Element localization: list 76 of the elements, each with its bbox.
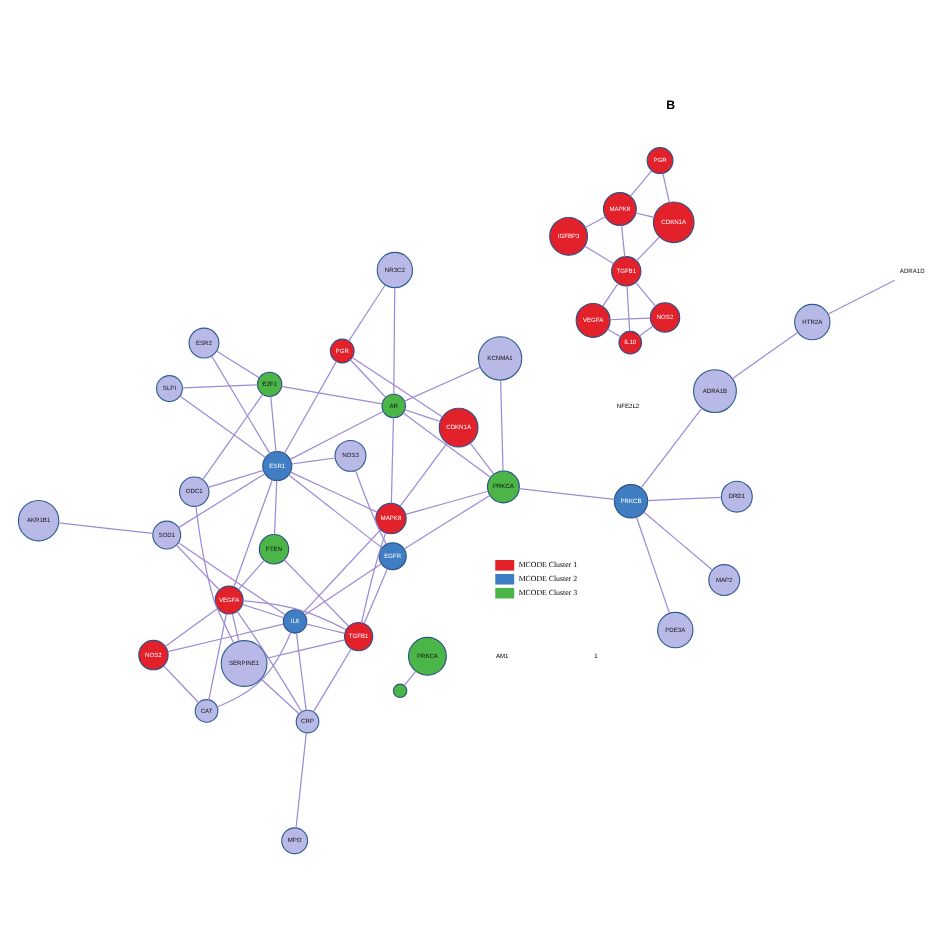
connector xyxy=(640,406,703,488)
connector xyxy=(233,478,273,587)
connector xyxy=(518,487,616,499)
connector xyxy=(167,622,285,652)
connector xyxy=(179,394,267,458)
connector xyxy=(260,677,300,714)
node-circle xyxy=(392,682,408,698)
connector xyxy=(242,602,285,618)
connector xyxy=(202,392,264,480)
connector xyxy=(584,215,606,228)
connector xyxy=(291,456,336,464)
connector xyxy=(288,473,383,548)
connector xyxy=(629,169,653,196)
connector xyxy=(283,558,350,626)
connector xyxy=(403,365,481,401)
connector xyxy=(662,171,670,203)
connector xyxy=(348,283,386,341)
connector xyxy=(208,612,227,700)
connector xyxy=(354,468,387,544)
connector xyxy=(363,567,388,624)
connector xyxy=(211,354,271,454)
connector xyxy=(289,409,384,459)
connector xyxy=(360,531,387,623)
connector xyxy=(304,562,383,615)
connector xyxy=(731,330,799,379)
connector xyxy=(58,521,154,534)
connector xyxy=(265,638,346,658)
connector xyxy=(195,504,235,643)
connector xyxy=(390,416,395,503)
connector xyxy=(393,286,396,394)
connector xyxy=(349,358,387,397)
connector xyxy=(635,281,657,306)
connector xyxy=(207,468,264,487)
connector xyxy=(236,610,303,712)
connector xyxy=(584,244,615,264)
connector xyxy=(626,284,631,331)
connector xyxy=(620,223,626,257)
connector xyxy=(635,211,655,218)
connector xyxy=(280,384,383,404)
connector xyxy=(607,327,622,337)
connector xyxy=(827,278,896,314)
connector xyxy=(500,378,504,471)
connector xyxy=(295,731,307,828)
connector xyxy=(403,669,417,686)
connector xyxy=(609,316,651,320)
connector xyxy=(351,355,444,417)
connector xyxy=(289,470,378,512)
connector xyxy=(175,543,220,590)
connector xyxy=(163,664,200,703)
connector xyxy=(216,631,292,707)
connector xyxy=(270,394,277,452)
connector xyxy=(405,489,489,515)
connector xyxy=(638,324,654,336)
connector xyxy=(635,515,671,613)
connector xyxy=(635,235,661,261)
connector xyxy=(402,411,492,477)
connector xyxy=(305,622,346,633)
connector xyxy=(231,612,240,641)
connector xyxy=(283,359,338,453)
connector xyxy=(273,478,278,535)
connector xyxy=(647,495,722,501)
connector xyxy=(469,441,495,474)
connector xyxy=(404,408,441,422)
connector xyxy=(302,528,382,613)
connector xyxy=(164,606,219,647)
connector xyxy=(216,349,260,378)
connector xyxy=(238,558,265,589)
connector xyxy=(399,441,448,506)
connector xyxy=(403,493,491,549)
connector xyxy=(181,383,259,388)
connector xyxy=(295,631,307,710)
connector xyxy=(602,281,619,306)
connector xyxy=(312,647,352,712)
connector xyxy=(242,599,347,630)
connector xyxy=(643,510,713,570)
connector xyxy=(177,472,266,528)
